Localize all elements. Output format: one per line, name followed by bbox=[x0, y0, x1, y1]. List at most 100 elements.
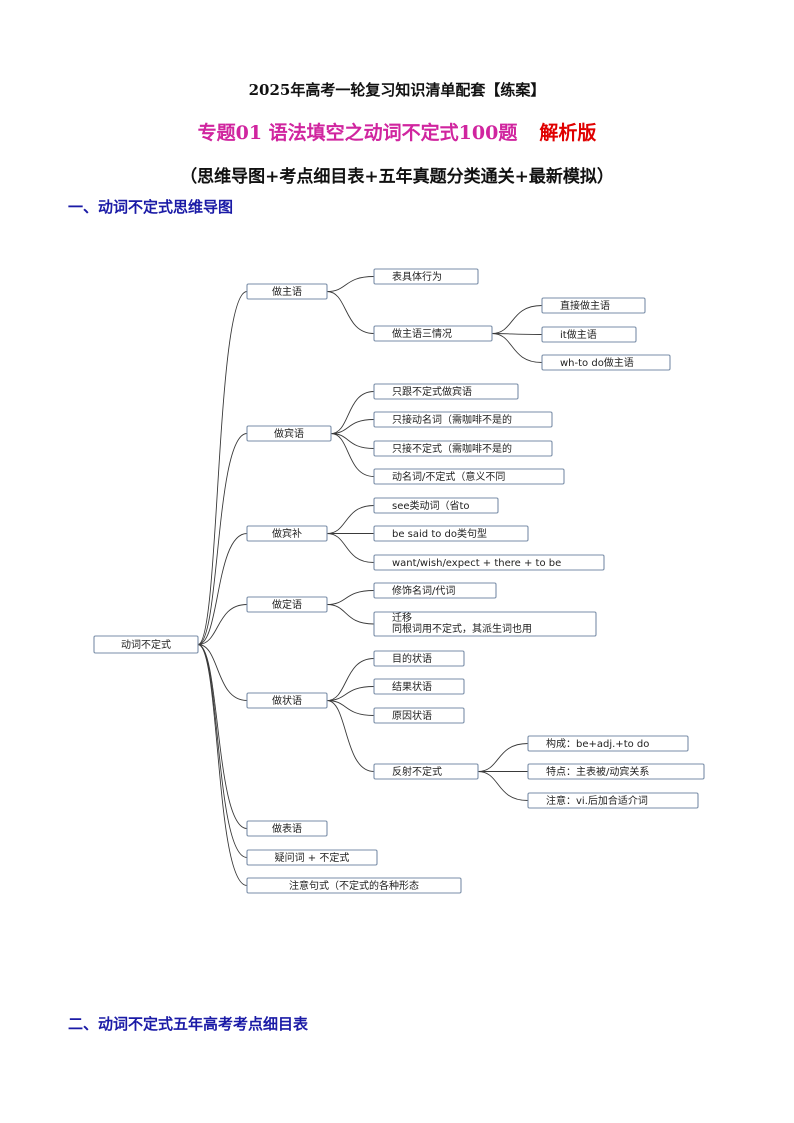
mindmap-node-d2-box bbox=[373, 582, 497, 599]
connector-line bbox=[491, 305, 543, 334]
topic-name: 专题01 语法填空之动词不定式100题 bbox=[197, 122, 518, 144]
connector-line bbox=[326, 700, 375, 772]
mindmap-node-d3-box bbox=[527, 763, 705, 780]
mindmap-node-d2-box bbox=[373, 650, 465, 667]
connector-line bbox=[326, 276, 375, 292]
mindmap-branch-node-box bbox=[246, 820, 328, 837]
mindmap-node-d3: 特点：主表被/动宾关系 bbox=[527, 763, 705, 780]
connector-line bbox=[197, 604, 248, 645]
connector-line bbox=[197, 644, 248, 858]
connector-line bbox=[197, 644, 248, 886]
connector-line bbox=[197, 533, 248, 645]
mindmap-branch-node-box bbox=[246, 425, 332, 442]
section-heading-mindmap: 一、动词不定式思维导图 bbox=[68, 198, 234, 216]
mindmap-node-d3-label: it做主语 bbox=[560, 328, 597, 341]
connector-line bbox=[326, 604, 375, 625]
mindmap-node-d2: 反射不定式 bbox=[373, 763, 479, 780]
mindmap-node-d2-label: 表具体行为 bbox=[392, 270, 442, 283]
mindmap-node-d3-label: 构成：be+adj.+to do bbox=[546, 737, 649, 750]
mindmap-node-d2-label: 迁移 bbox=[392, 611, 412, 624]
connector-line bbox=[326, 505, 375, 534]
mindmap-branch-node: 疑问词 + 不定式 bbox=[246, 849, 378, 866]
connector-line bbox=[491, 333, 543, 363]
mindmap-branch-node: 做宾补 bbox=[246, 525, 328, 542]
mindmap-branch-node-box bbox=[246, 692, 328, 709]
mindmap-node-d2-label: 反射不定式 bbox=[392, 765, 442, 778]
connector-line bbox=[477, 743, 529, 772]
mindmap-node-d2: 表具体行为 bbox=[373, 268, 479, 285]
mindmap-branch-node: 做状语 bbox=[246, 692, 328, 709]
mindmap-branch-node: 做主语 bbox=[246, 283, 328, 300]
mindmap-node-d2-label: 只接动名词（需咖啡不是的 bbox=[392, 413, 512, 426]
connector-line bbox=[491, 333, 543, 335]
mindmap-node-d2-box bbox=[373, 707, 465, 724]
mindmap-node-d2: 做主语三情况 bbox=[373, 325, 493, 342]
mindmap-node-d3-label: 特点：主表被/动宾关系 bbox=[546, 765, 649, 778]
connector-line bbox=[330, 419, 375, 434]
mindmap-node-d2-label: 目的状语 bbox=[392, 652, 432, 665]
mindmap-node-d2-box bbox=[373, 411, 553, 428]
mindmap-root-node-label: 动词不定式 bbox=[121, 638, 171, 651]
connector-line bbox=[326, 658, 375, 701]
document-title: 2025年高考一轮复习知识清单配套【练案】 bbox=[248, 81, 546, 99]
connector-line bbox=[197, 644, 248, 701]
mindmap-node-d2-box bbox=[373, 763, 479, 780]
mindmap-node-d2-box bbox=[373, 525, 529, 542]
mindmap-node-d2-box bbox=[373, 325, 493, 342]
mindmap-branch-node-box bbox=[246, 596, 328, 613]
section-heading-table: 二、动词不定式五年高考考点细目表 bbox=[68, 1015, 309, 1033]
mindmap-node-d2-box bbox=[373, 554, 605, 571]
topic-subtitle: 专题01 语法填空之动词不定式100题解析版 bbox=[0, 118, 794, 145]
mindmap-node-d2: 只接不定式（需咖啡不是的 bbox=[373, 440, 553, 457]
mindmap-node-d2-label: see类动词（省to bbox=[392, 499, 470, 512]
mindmap-node-d2: want/wish/expect + there + to be bbox=[373, 554, 605, 571]
mindmap-node-d2-label: 做主语三情况 bbox=[392, 327, 452, 340]
content-note: （思维导图+考点细目表+五年真题分类通关+最新模拟） bbox=[180, 167, 614, 187]
mindmap-node-d2: see类动词（省to bbox=[373, 497, 499, 514]
mindmap-branch-node: 注意句式（不定式的各种形态 bbox=[246, 877, 462, 894]
connector-line bbox=[197, 644, 248, 829]
mindmap-root-node: 动词不定式 bbox=[93, 635, 199, 654]
connector-line bbox=[326, 291, 375, 334]
mindmap-node-d2-label: 结果状语 bbox=[392, 680, 432, 693]
mindmap-branch-node-label: 做状语 bbox=[272, 694, 302, 707]
mindmap-branch-node-label: 做定语 bbox=[272, 598, 302, 611]
mindmap-branch-node-box bbox=[246, 877, 462, 894]
connector-line bbox=[326, 533, 375, 563]
mindmap-node-d2: 原因状语 bbox=[373, 707, 465, 724]
mindmap-node-d2-label: be said to do类句型 bbox=[392, 527, 487, 540]
mindmap-branch-node: 做宾语 bbox=[246, 425, 332, 442]
connector-line bbox=[326, 590, 375, 605]
mindmap-node-d2-label: 原因状语 bbox=[392, 709, 432, 722]
mindmap-node-d3-label: 直接做主语 bbox=[560, 299, 610, 312]
mindmap-node-d3-label: wh-to do做主语 bbox=[560, 356, 634, 369]
mindmap-branch-node: 做表语 bbox=[246, 820, 328, 837]
connector-line bbox=[326, 700, 375, 716]
connector-line bbox=[326, 686, 375, 701]
mindmap-node-d2-label: want/wish/expect + there + to be bbox=[392, 558, 561, 569]
mindmap-node-d3-box bbox=[527, 735, 689, 752]
mindmap-node-d2-box bbox=[373, 268, 479, 285]
mindmap-branch-node-label: 做宾补 bbox=[272, 527, 302, 540]
mindmap-node-d2: 目的状语 bbox=[373, 650, 465, 667]
mindmap-node-d2: 只跟不定式做宾语 bbox=[373, 383, 519, 400]
mindmap-node-d3: 构成：be+adj.+to do bbox=[527, 735, 689, 752]
mindmap-node-d2-label: 动名词/不定式（意义不同 bbox=[392, 470, 505, 483]
connector-line bbox=[330, 433, 375, 477]
mindmap-branch-node-box bbox=[246, 849, 378, 866]
mindmap-node-d3: 直接做主语 bbox=[541, 297, 646, 314]
mindmap-node-d2-label: 修饰名词/代词 bbox=[392, 584, 455, 597]
connector-line bbox=[197, 291, 248, 645]
mindmap-branch-node-label: 注意句式（不定式的各种形态 bbox=[289, 879, 419, 892]
mindmap-root-node-box bbox=[93, 635, 199, 654]
mindmap-node-d3: wh-to do做主语 bbox=[541, 354, 671, 371]
mindmap-node-d2-box bbox=[373, 383, 519, 400]
mindmap-node-d2-box bbox=[373, 468, 565, 485]
mindmap-node-d2-label: 只跟不定式做宾语 bbox=[392, 385, 472, 398]
mindmap-node-d2-box bbox=[373, 611, 597, 637]
mindmap-node-d3-box bbox=[541, 297, 646, 314]
mindmap-node-d2-label: 同根词用不定式，其派生词也用 bbox=[392, 622, 532, 635]
edition-tag: 解析版 bbox=[539, 122, 597, 144]
